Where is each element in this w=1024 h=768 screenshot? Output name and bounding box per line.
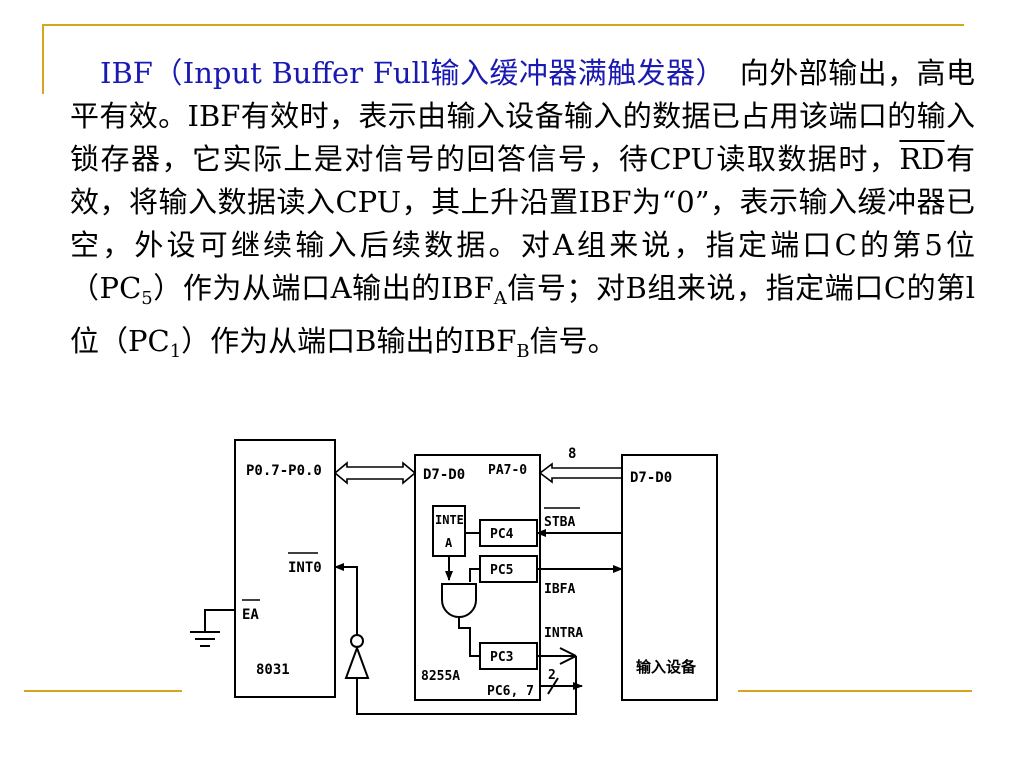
pc3-label: PC3 [490,650,513,665]
subscript-1: 1 [169,341,182,362]
inte-a-label: A [445,536,453,550]
pa-bus-arrow [538,462,623,484]
paragraph-text-4: 信号；对B组来说，指定端口C的第l位（PC [70,271,975,358]
cpu-ea-label: EA [242,607,259,623]
description-paragraph: IBF（Input Buffer Full输入缓冲器满触发器） 向外部输出，高电… [70,52,975,373]
ibfa-label: IBFA [544,582,575,597]
cpu-int0-label: INT0 [288,560,322,576]
rd-signal-label: RD [899,142,945,176]
cpu-port-label: P0.7-P0.0 [246,463,322,479]
subscript-a: A [493,288,507,309]
paragraph-text-6: 信号。 [529,324,617,358]
bottom-left-accent-line [24,690,182,692]
ppi-data-label: D7-D0 [423,467,465,483]
paragraph-text-3: ）作为从端口A输出的IBF [152,271,494,305]
cpu-name-label: 8031 [256,662,290,678]
pc67-width-label: 2 [548,668,556,683]
pc5-label: PC5 [490,563,513,578]
left-accent-line [42,24,44,94]
bus-width-label: 8 [568,446,576,462]
bottom-right-accent-line [738,690,972,692]
inte-label: INTE [435,513,464,527]
device-data-label: D7-D0 [630,470,672,486]
data-bus-arrow [333,461,417,485]
ppi-8255a-box [414,454,541,701]
paragraph-text-1: 向外部输出，高电平有效。IBF有效时，表示由输入设备输入的数据已占用该端口的输入… [70,56,975,176]
paragraph-text-2: 有效，将输入数据读入CPU，其上升沿置IBF为“0”，表示输入缓冲器已空，外设可… [70,142,975,305]
pc4-label: PC4 [490,527,514,542]
stba-label: STBA [544,515,575,530]
pc67-label: PC6, 7 [487,684,534,699]
top-accent-line [42,24,964,26]
inverter [344,645,370,679]
ppi-name-label: 8255A [421,669,460,684]
paragraph-text-5: ）作为从端口B输出的IBF [181,324,517,358]
input-device-box [621,454,718,701]
subscript-5: 5 [141,288,153,309]
subscript-b: B [516,341,530,362]
ppi-pa-label: PA7-0 [488,463,527,478]
intra-label: INTRA [544,626,583,641]
ibf-definition-highlight: IBF（Input Buffer Full输入缓冲器满触发器） [100,56,711,90]
device-name-label: 输入设备 [636,658,697,676]
and-gate [441,583,477,618]
ea-ground-line [204,609,235,632]
